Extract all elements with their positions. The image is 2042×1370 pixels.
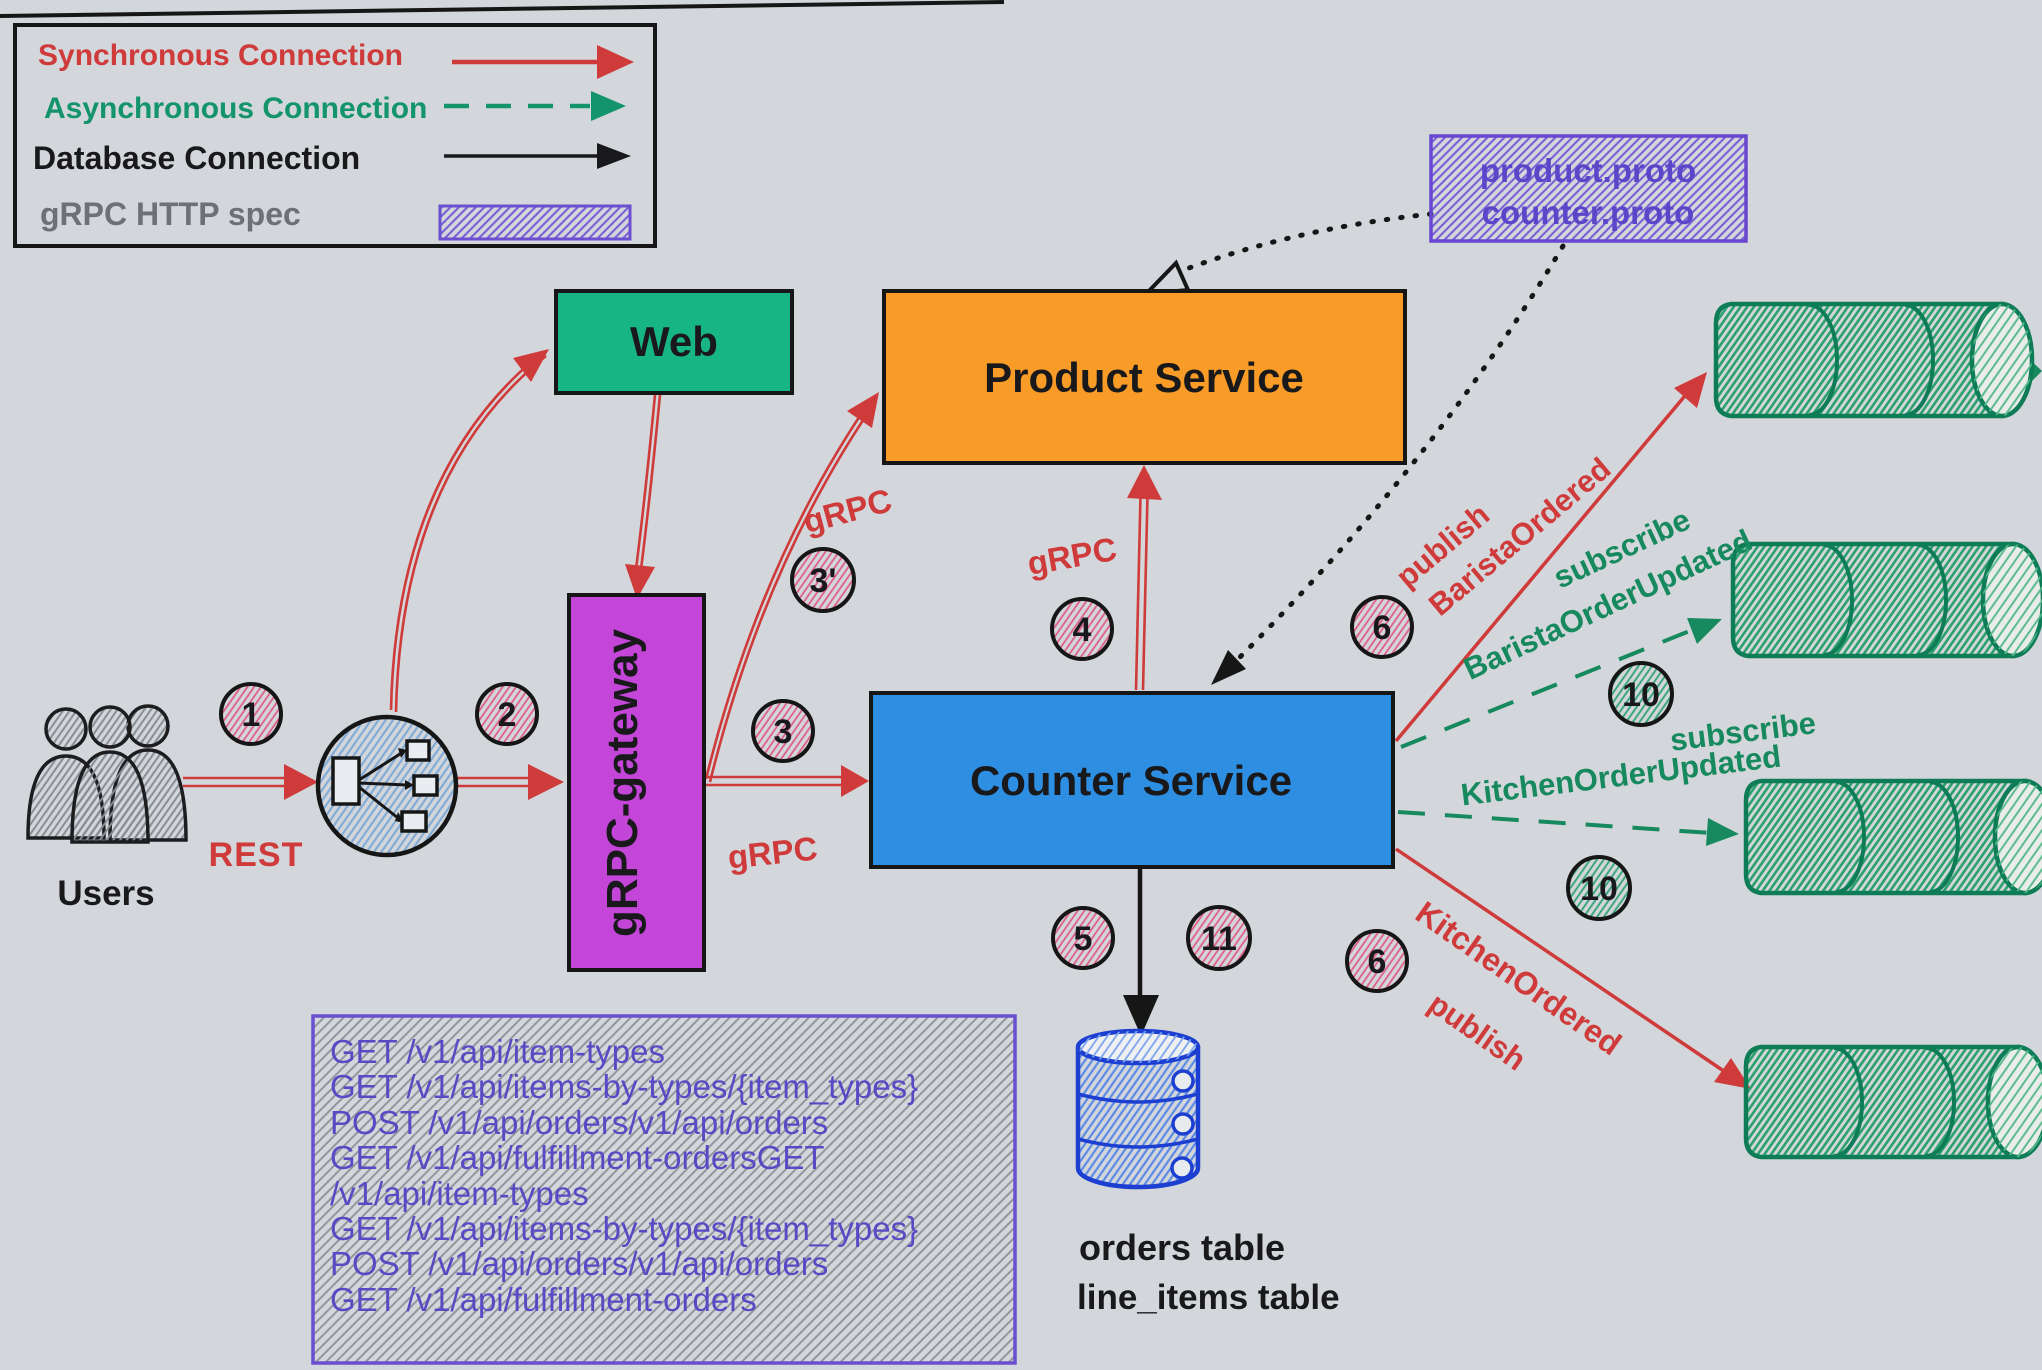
svg-text:GET /v1/api/item-types: GET /v1/api/item-types (330, 1033, 665, 1070)
svg-text:GET /v1/api/items-by-types/{it: GET /v1/api/items-by-types/{item_types} (330, 1210, 918, 1247)
svg-text:gRPC-gateway: gRPC-gateway (598, 628, 647, 937)
svg-text:6: 6 (1373, 609, 1392, 647)
svg-text:10: 10 (1580, 870, 1618, 908)
svg-text:GET /v1/api/items-by-types/{it: GET /v1/api/items-by-types/{item_types} (330, 1068, 918, 1105)
svg-text:4: 4 (1073, 611, 1092, 649)
svg-text:product.proto: product.proto (1480, 152, 1696, 189)
svg-text:3: 3 (774, 713, 793, 751)
svg-text:GET /v1/api/fulfillment-orders: GET /v1/api/fulfillment-ordersGET (330, 1139, 825, 1176)
svg-text:Database Connection: Database Connection (33, 140, 360, 176)
svg-text:5: 5 (1074, 920, 1093, 958)
svg-text:Users: Users (57, 874, 154, 913)
svg-text:Synchronous Connection: Synchronous Connection (38, 39, 403, 72)
svg-text:POST /v1/api/orders/v1/api/ord: POST /v1/api/orders/v1/api/orders (330, 1104, 828, 1141)
svg-text:Product Service: Product Service (984, 354, 1304, 401)
svg-text:11: 11 (1201, 920, 1237, 958)
svg-text:line_items table: line_items table (1077, 1278, 1340, 1317)
svg-text:orders table: orders table (1079, 1227, 1285, 1268)
svg-text:10: 10 (1622, 676, 1660, 714)
svg-text:/v1/api/item-types: /v1/api/item-types (330, 1175, 589, 1212)
svg-text:1: 1 (242, 696, 261, 734)
svg-text:6: 6 (1368, 943, 1387, 981)
svg-text:counter.proto: counter.proto (1482, 194, 1695, 231)
svg-text:3': 3' (810, 562, 837, 600)
svg-text:Asynchronous Connection: Asynchronous Connection (44, 92, 427, 125)
svg-text:Web: Web (630, 318, 718, 365)
svg-text:gRPC HTTP spec: gRPC HTTP spec (40, 196, 301, 232)
svg-text:Counter Service: Counter Service (970, 757, 1292, 804)
svg-text:2: 2 (498, 696, 517, 734)
svg-text:POST /v1/api/orders/v1/api/ord: POST /v1/api/orders/v1/api/orders (330, 1245, 828, 1282)
svg-text:GET /v1/api/fulfillment-orders: GET /v1/api/fulfillment-orders (330, 1281, 757, 1318)
svg-text:REST: REST (209, 836, 304, 874)
